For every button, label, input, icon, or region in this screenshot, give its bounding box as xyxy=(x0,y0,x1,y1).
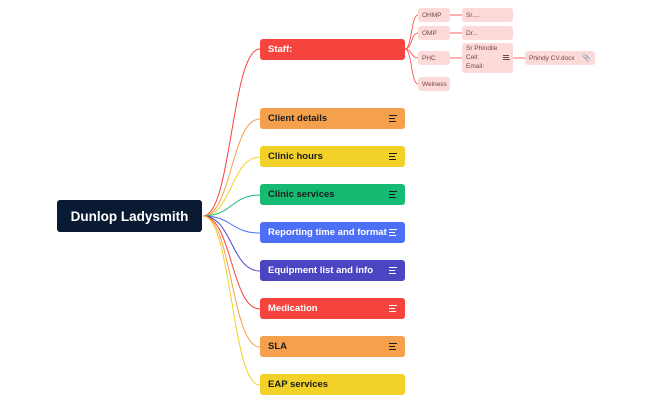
branch-label: Medication xyxy=(268,303,318,314)
branch-label: Reporting time and format xyxy=(268,227,387,238)
leaf-label: Dr... xyxy=(466,29,478,37)
staff-child-omp[interactable]: OMP xyxy=(418,26,450,40)
branch-label: Clinic hours xyxy=(268,151,323,162)
staff-child-phc[interactable]: PHC xyxy=(418,51,450,65)
leaf-label: Welness xyxy=(422,80,447,88)
notes-icon[interactable] xyxy=(389,305,397,312)
root-node[interactable]: Dunlop Ladysmith xyxy=(57,200,202,232)
link-equipment xyxy=(202,215,261,272)
attachment-label: Phindy CV.docx xyxy=(529,54,575,62)
link-client-details xyxy=(202,118,261,217)
notes-icon[interactable] xyxy=(389,153,397,160)
branch-label: Clinic services xyxy=(268,189,335,200)
root-label: Dunlop Ladysmith xyxy=(70,208,189,224)
branch-medication[interactable]: Medication xyxy=(260,298,405,319)
link-clinic-services xyxy=(202,194,261,217)
link-staff xyxy=(202,48,261,217)
notes-icon[interactable] xyxy=(503,55,510,60)
leaf-label: PHC xyxy=(422,54,436,62)
branch-label: EAP services xyxy=(268,379,329,390)
link-sla xyxy=(202,215,261,348)
link-reporting xyxy=(202,215,261,234)
link-welness xyxy=(404,48,419,85)
ohmp-detail[interactable]: Sr.... xyxy=(462,8,513,22)
branch-clinic-services[interactable]: Clinic services xyxy=(260,184,405,205)
staff-child-ohmp[interactable]: OHMP xyxy=(418,8,450,22)
phc-detail-text: Sr Phindile Cell: Email: xyxy=(466,43,497,71)
branch-label: Client details xyxy=(268,113,328,124)
notes-icon[interactable] xyxy=(389,229,397,236)
phc-detail-line: Sr Phindile xyxy=(466,45,498,52)
paperclip-icon[interactable]: 📎 xyxy=(582,55,591,62)
phc-detail-line: Email: xyxy=(466,63,485,70)
leaf-label: OMP xyxy=(422,29,437,37)
omp-detail[interactable]: Dr... xyxy=(462,26,513,40)
notes-icon[interactable] xyxy=(389,343,397,350)
phc-attachment[interactable]: Phindy CV.docx 📎 xyxy=(525,51,595,65)
branch-label: Equipment list and info xyxy=(268,265,374,276)
link-ohmp xyxy=(404,14,419,50)
branch-staff[interactable]: Staff: xyxy=(260,39,405,60)
branch-clinic-hours[interactable]: Clinic hours xyxy=(260,146,405,167)
notes-icon[interactable] xyxy=(389,267,397,274)
phc-detail[interactable]: Sr Phindile Cell: Email: xyxy=(462,43,513,73)
link-omp xyxy=(404,32,419,50)
branch-client-details[interactable]: Client details xyxy=(260,108,405,129)
branch-eap-services[interactable]: EAP services xyxy=(260,374,405,395)
notes-icon[interactable] xyxy=(389,191,397,198)
link-clinic-hours xyxy=(202,156,261,217)
staff-child-welness[interactable]: Welness xyxy=(418,77,450,91)
branch-label: Staff: xyxy=(268,44,293,55)
branch-reporting-time[interactable]: Reporting time and format xyxy=(260,222,405,243)
link-medication xyxy=(202,215,261,310)
branch-label: SLA xyxy=(268,341,287,352)
phc-detail-line: Cell: xyxy=(466,54,480,61)
link-eap xyxy=(202,215,261,386)
leaf-label: Sr.... xyxy=(466,11,480,19)
branch-sla[interactable]: SLA xyxy=(260,336,405,357)
leaf-label: OHMP xyxy=(422,11,442,19)
branch-equipment-list[interactable]: Equipment list and info xyxy=(260,260,405,281)
notes-icon[interactable] xyxy=(389,115,397,122)
